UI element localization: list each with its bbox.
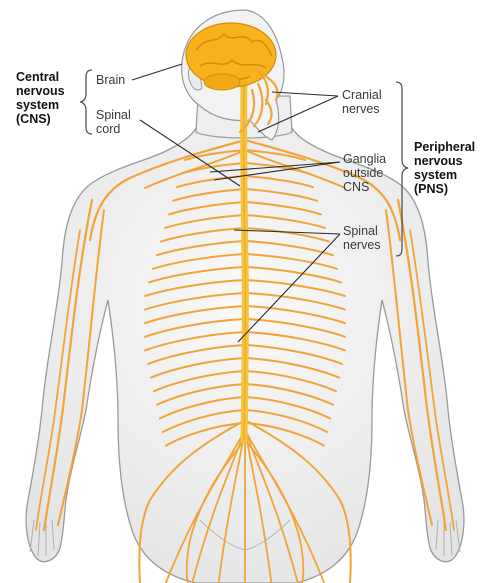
cranial-nerves-label-line: Cranial xyxy=(342,88,382,102)
pns-title: Peripheral nervous system (PNS) xyxy=(414,140,475,196)
cns-title: Central nervous system (CNS) xyxy=(16,70,65,126)
ganglia-label: Ganglia outside CNS xyxy=(343,152,386,194)
ganglia-label-line: outside xyxy=(343,166,386,180)
pns-line: (PNS) xyxy=(414,182,475,196)
spinal-nerves-label: Spinal nerves xyxy=(343,224,381,252)
ganglia-label-line: CNS xyxy=(343,180,386,194)
pns-line: nervous xyxy=(414,154,475,168)
spinal-cord-label-line: Spinal xyxy=(96,108,131,122)
spinal-nerves-label-line: nerves xyxy=(343,238,381,252)
cns-line: (CNS) xyxy=(16,112,65,126)
spinal-cord-label: Spinal cord xyxy=(96,108,131,136)
brain-label-line: Brain xyxy=(96,73,125,87)
spinal-cord-label-line: cord xyxy=(96,122,131,136)
cns-bracket xyxy=(80,70,92,134)
cns-line: Central xyxy=(16,70,65,84)
ganglia-label-line: Ganglia xyxy=(343,152,386,166)
cns-line: nervous xyxy=(16,84,65,98)
pns-line: system xyxy=(414,168,475,182)
brain-label: Brain xyxy=(96,73,125,87)
brain-leader xyxy=(132,64,182,80)
cns-line: system xyxy=(16,98,65,112)
cranial-nerves-label-line: nerves xyxy=(342,102,382,116)
cranial-nerves-label: Cranial nerves xyxy=(342,88,382,116)
pns-line: Peripheral xyxy=(414,140,475,154)
spinal-nerves-label-line: Spinal xyxy=(343,224,381,238)
